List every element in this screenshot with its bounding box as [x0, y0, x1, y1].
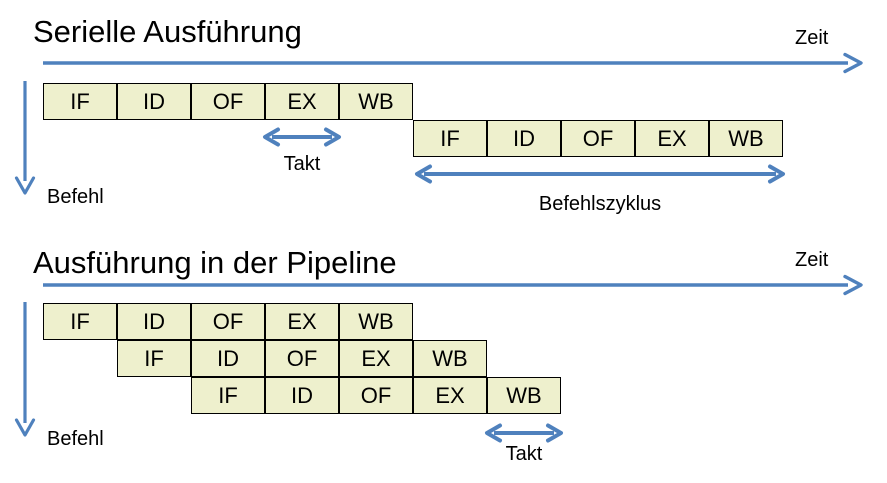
pipeline-section-title: Ausführung in der Pipeline	[33, 245, 397, 280]
serial-befehl-axis-label: Befehl	[47, 186, 104, 208]
serial-instruction-1-row: IF ID OF EX WB	[43, 83, 413, 120]
stage-cell-id: ID	[191, 340, 265, 377]
stage-cell-id: ID	[265, 377, 339, 414]
stage-cell-id: ID	[117, 83, 191, 120]
serial-zeit-axis-label: Zeit	[795, 27, 829, 49]
stage-cell-ex: EX	[265, 303, 339, 340]
stage-cell-if: IF	[117, 340, 191, 377]
serial-takt-label: Takt	[283, 153, 321, 175]
stage-cell-if: IF	[43, 303, 117, 340]
stage-cell-if: IF	[191, 377, 265, 414]
stage-cell-wb: WB	[339, 83, 413, 120]
stage-cell-of: OF	[191, 303, 265, 340]
stage-cell-wb: WB	[339, 303, 413, 340]
stage-cell-of: OF	[191, 83, 265, 120]
stage-cell-id: ID	[487, 120, 561, 157]
pipeline-befehl-axis-arrow	[14, 302, 36, 437]
pipeline-instruction-1-row: IF ID OF EX WB	[43, 303, 413, 340]
stage-cell-ex: EX	[339, 340, 413, 377]
serial-befehl-axis-arrow	[14, 81, 36, 195]
stage-cell-ex: EX	[635, 120, 709, 157]
serial-zeit-axis-arrow	[43, 52, 863, 74]
stage-cell-of: OF	[339, 377, 413, 414]
serial-takt-arrow	[263, 127, 341, 147]
stage-cell-wb: WB	[413, 340, 487, 377]
stage-cell-of: OF	[265, 340, 339, 377]
stage-cell-of: OF	[561, 120, 635, 157]
stage-cell-ex: EX	[413, 377, 487, 414]
pipeline-instruction-2-row: IF ID OF EX WB	[117, 340, 487, 377]
serial-section-title: Serielle Ausführung	[33, 14, 302, 49]
serial-befehlszyklus-label: Befehlszyklus	[538, 193, 662, 215]
pipeline-instruction-3-row: IF ID OF EX WB	[191, 377, 561, 414]
stage-cell-if: IF	[43, 83, 117, 120]
pipeline-zeit-axis-label: Zeit	[795, 249, 829, 271]
pipeline-takt-label: Takt	[505, 443, 543, 465]
stage-cell-id: ID	[117, 303, 191, 340]
stage-cell-wb: WB	[709, 120, 783, 157]
pipeline-befehl-axis-label: Befehl	[47, 428, 104, 450]
stage-cell-wb: WB	[487, 377, 561, 414]
serial-instruction-2-row: IF ID OF EX WB	[413, 120, 783, 157]
serial-befehlszyklus-arrow	[415, 164, 785, 184]
pipeline-takt-arrow	[485, 423, 563, 443]
stage-cell-if: IF	[413, 120, 487, 157]
stage-cell-ex: EX	[265, 83, 339, 120]
